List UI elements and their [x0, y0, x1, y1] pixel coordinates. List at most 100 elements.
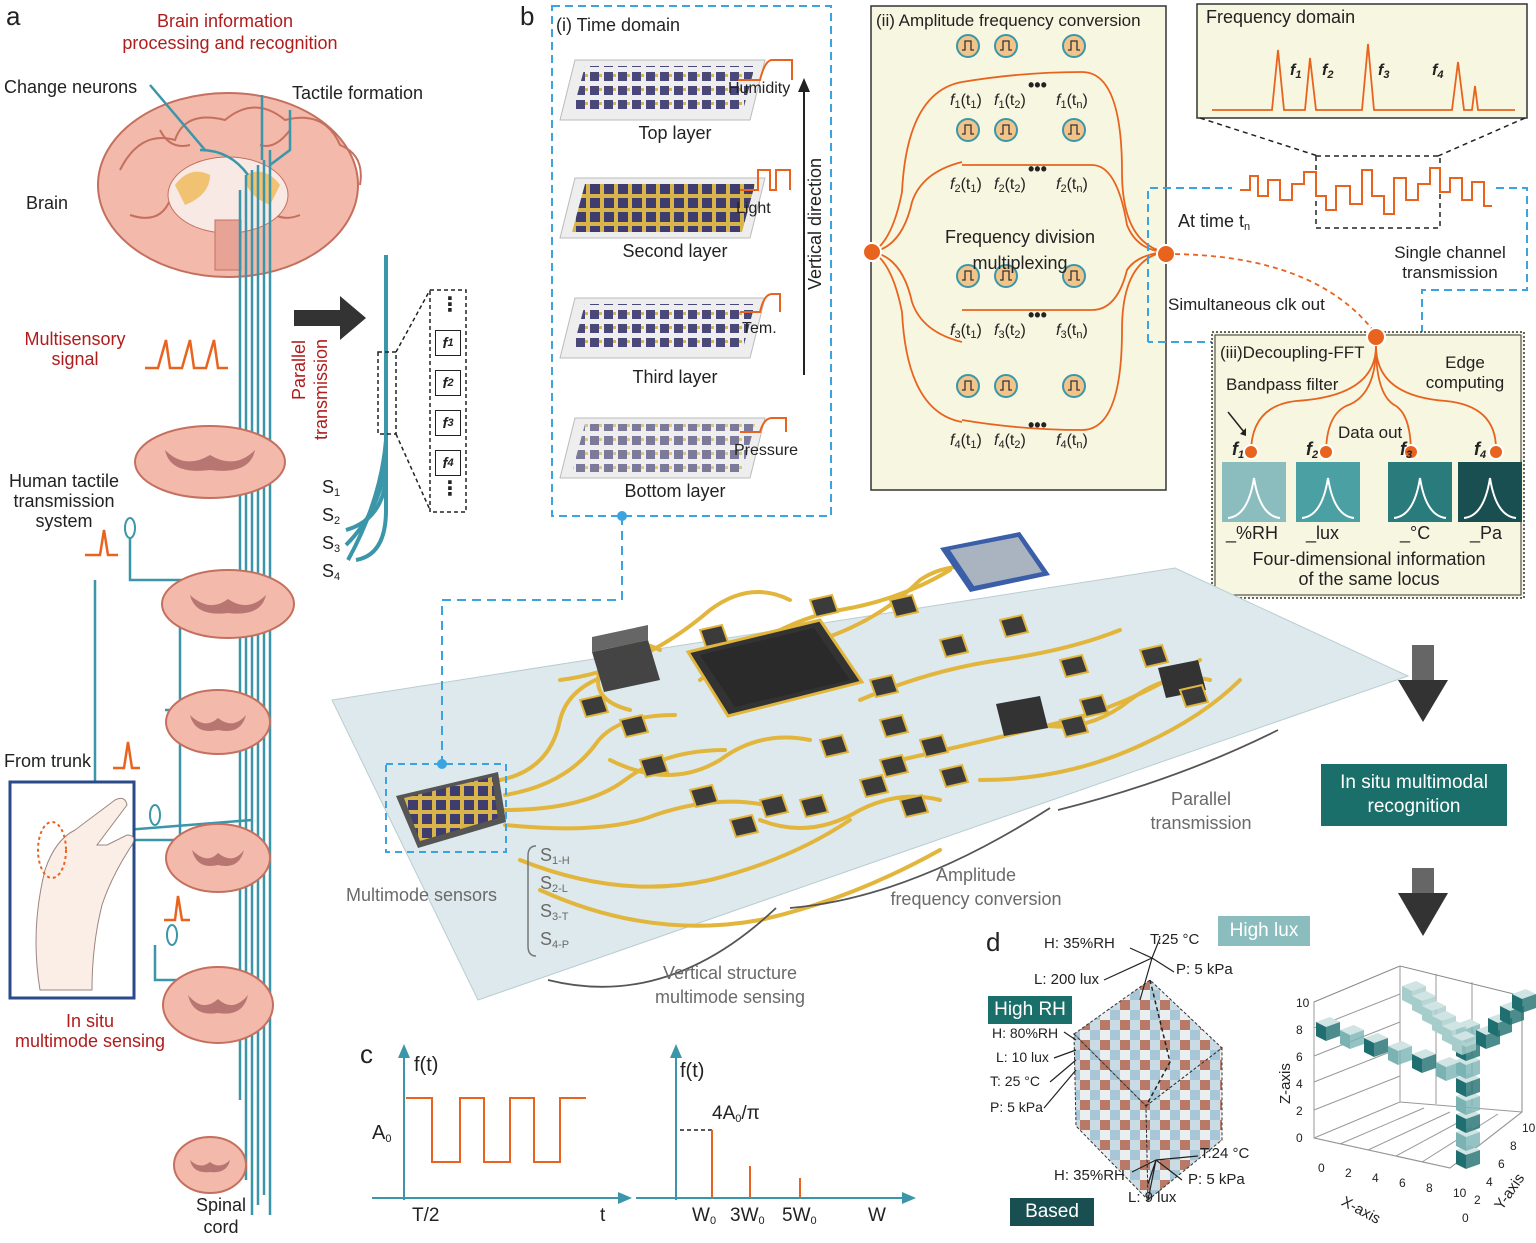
pcb-component	[858, 773, 890, 799]
3d-bar-side	[1466, 1114, 1480, 1133]
pcb-component	[758, 793, 790, 819]
3d-bar-face	[1488, 1018, 1498, 1037]
multimode-sensors-label: Multimode sensors	[346, 885, 498, 905]
pulse-circle-r2-c3	[1062, 118, 1086, 142]
freq-label-r4-c1: f4(t1)	[950, 432, 982, 451]
3d-bar-side	[1398, 1046, 1412, 1065]
3d-bar-face	[1422, 1006, 1432, 1025]
frequency-domain-title: Frequency domain	[1206, 7, 1356, 27]
single-channel-dashed	[1147, 187, 1528, 343]
freq-label-r4-c2: f4(t2)	[994, 432, 1026, 451]
hand-illustration	[8, 780, 136, 1000]
spinal-line2: cord	[203, 1217, 239, 1237]
c-freq-axis: W	[868, 1205, 886, 1226]
fdm-lines	[871, 71, 1165, 431]
multisensory-line1: Multisensory	[24, 329, 126, 349]
3d-bar-face	[1456, 1078, 1466, 1097]
clk-dashed-line	[1165, 253, 1377, 335]
unit-temperature: _°C	[1400, 523, 1431, 543]
3d-bar-top	[1340, 1025, 1364, 1035]
human-tactile-line2: transmission	[13, 491, 115, 511]
pulse-circle-r4-c1	[956, 374, 980, 398]
pcb-component	[938, 633, 970, 659]
frequency-domain-box	[1196, 3, 1528, 119]
pcb-component	[798, 793, 830, 819]
cube-bottom-t: T:24 °C	[1200, 1145, 1250, 1162]
pcb-component	[938, 763, 970, 789]
single-channel-signal	[1240, 167, 1492, 215]
freq-label-r2-c2: f2(t2)	[994, 176, 1026, 195]
frequency-spectrum	[1212, 43, 1515, 111]
3d-bar-top	[1436, 1057, 1460, 1067]
down-arrows	[1398, 645, 1448, 936]
3d-bar-top	[1364, 1033, 1388, 1043]
in-situ-line2: multimode sensing	[14, 1031, 166, 1051]
vertical-direction-label: Vertical direction	[805, 157, 825, 290]
c-freq-2: 3W0	[730, 1205, 765, 1227]
3d-bar-face	[1500, 1006, 1510, 1025]
pcb-component	[868, 673, 900, 699]
pcb-component	[688, 783, 720, 809]
3d-bar-face	[1456, 1150, 1466, 1169]
3d-bar-face	[1388, 1046, 1398, 1065]
cube-top-l: L: 200 lux	[1034, 971, 1100, 988]
f-stack-ellipsis-bottom: ⋮	[440, 478, 460, 500]
fdm-input-node	[862, 242, 882, 262]
change-neurons-label: Change neurons	[4, 77, 138, 97]
cube-top-h: H: 35%RH	[1044, 935, 1115, 952]
s-label-3: S3	[322, 533, 341, 555]
z-axis-label: Z-axis	[1277, 1063, 1294, 1104]
pcb-component	[1138, 643, 1170, 669]
cube-left-p: P: 5 kPa	[990, 1099, 1043, 1115]
pulse-circle-r1-c3	[1062, 34, 1086, 58]
forward-arrow	[294, 296, 366, 340]
3d-bar-side	[1466, 1078, 1480, 1097]
fdm-line2: multiplexing	[972, 253, 1068, 273]
pcb-component	[618, 713, 650, 739]
single-channel-line2: transmission	[1402, 263, 1498, 282]
f-stack-ellipsis-top: ⋮	[440, 294, 460, 316]
c-time-axis: t	[600, 1205, 606, 1226]
freq-peak-4: f4	[1432, 62, 1444, 81]
panel-label-b: b	[520, 1, 535, 31]
3d-bar-top	[1452, 1031, 1476, 1041]
brain-title-line1: Brain information	[156, 11, 294, 31]
y-tick-6: 6	[1498, 1157, 1505, 1171]
pulse-circle-r3-c3	[1062, 264, 1086, 288]
3d-bar-top	[1412, 1049, 1436, 1059]
layer-signals	[738, 59, 793, 433]
decoupling-node	[1366, 327, 1386, 347]
c-right-ylabel: f(t)	[680, 1060, 705, 1082]
pcb-component	[1178, 683, 1210, 709]
z-tick-6: 6	[1296, 1050, 1303, 1064]
pcb-component	[578, 693, 610, 719]
layer-top-name: Top layer	[638, 123, 712, 143]
sensor-channel-1: S1-H	[540, 845, 570, 867]
3d-bar-top	[1442, 1021, 1466, 1031]
parallel-nerve	[344, 255, 388, 562]
3d-bar-side	[1326, 1022, 1340, 1041]
cube-leader-lines	[1043, 937, 1199, 1201]
multisensory-spikes	[85, 339, 228, 922]
output-tile-temperature	[1388, 462, 1452, 522]
y-tick-4: 4	[1486, 1175, 1493, 1189]
3d-bar-top	[1512, 989, 1536, 999]
x-tick-10: 10	[1453, 1186, 1467, 1200]
parallel-label-2: transmission	[311, 338, 331, 440]
z-tick-2: 2	[1296, 1104, 1303, 1118]
spectrum-plot	[636, 1044, 916, 1204]
pulse-circle-r2-c1	[956, 118, 980, 142]
3d-bar-side	[1466, 1096, 1480, 1115]
pcb-component	[998, 613, 1030, 639]
3d-bar-face	[1432, 1016, 1442, 1035]
four-dim-line2: of the same locus	[1298, 569, 1440, 589]
pcb-component	[808, 593, 840, 619]
3d-bar-face	[1456, 1114, 1466, 1133]
x-tick-2: 2	[1345, 1166, 1352, 1180]
3d-bar-top	[1388, 1041, 1412, 1051]
c-freq-1: W0	[692, 1205, 717, 1227]
layer-second-name: Second layer	[622, 241, 728, 261]
